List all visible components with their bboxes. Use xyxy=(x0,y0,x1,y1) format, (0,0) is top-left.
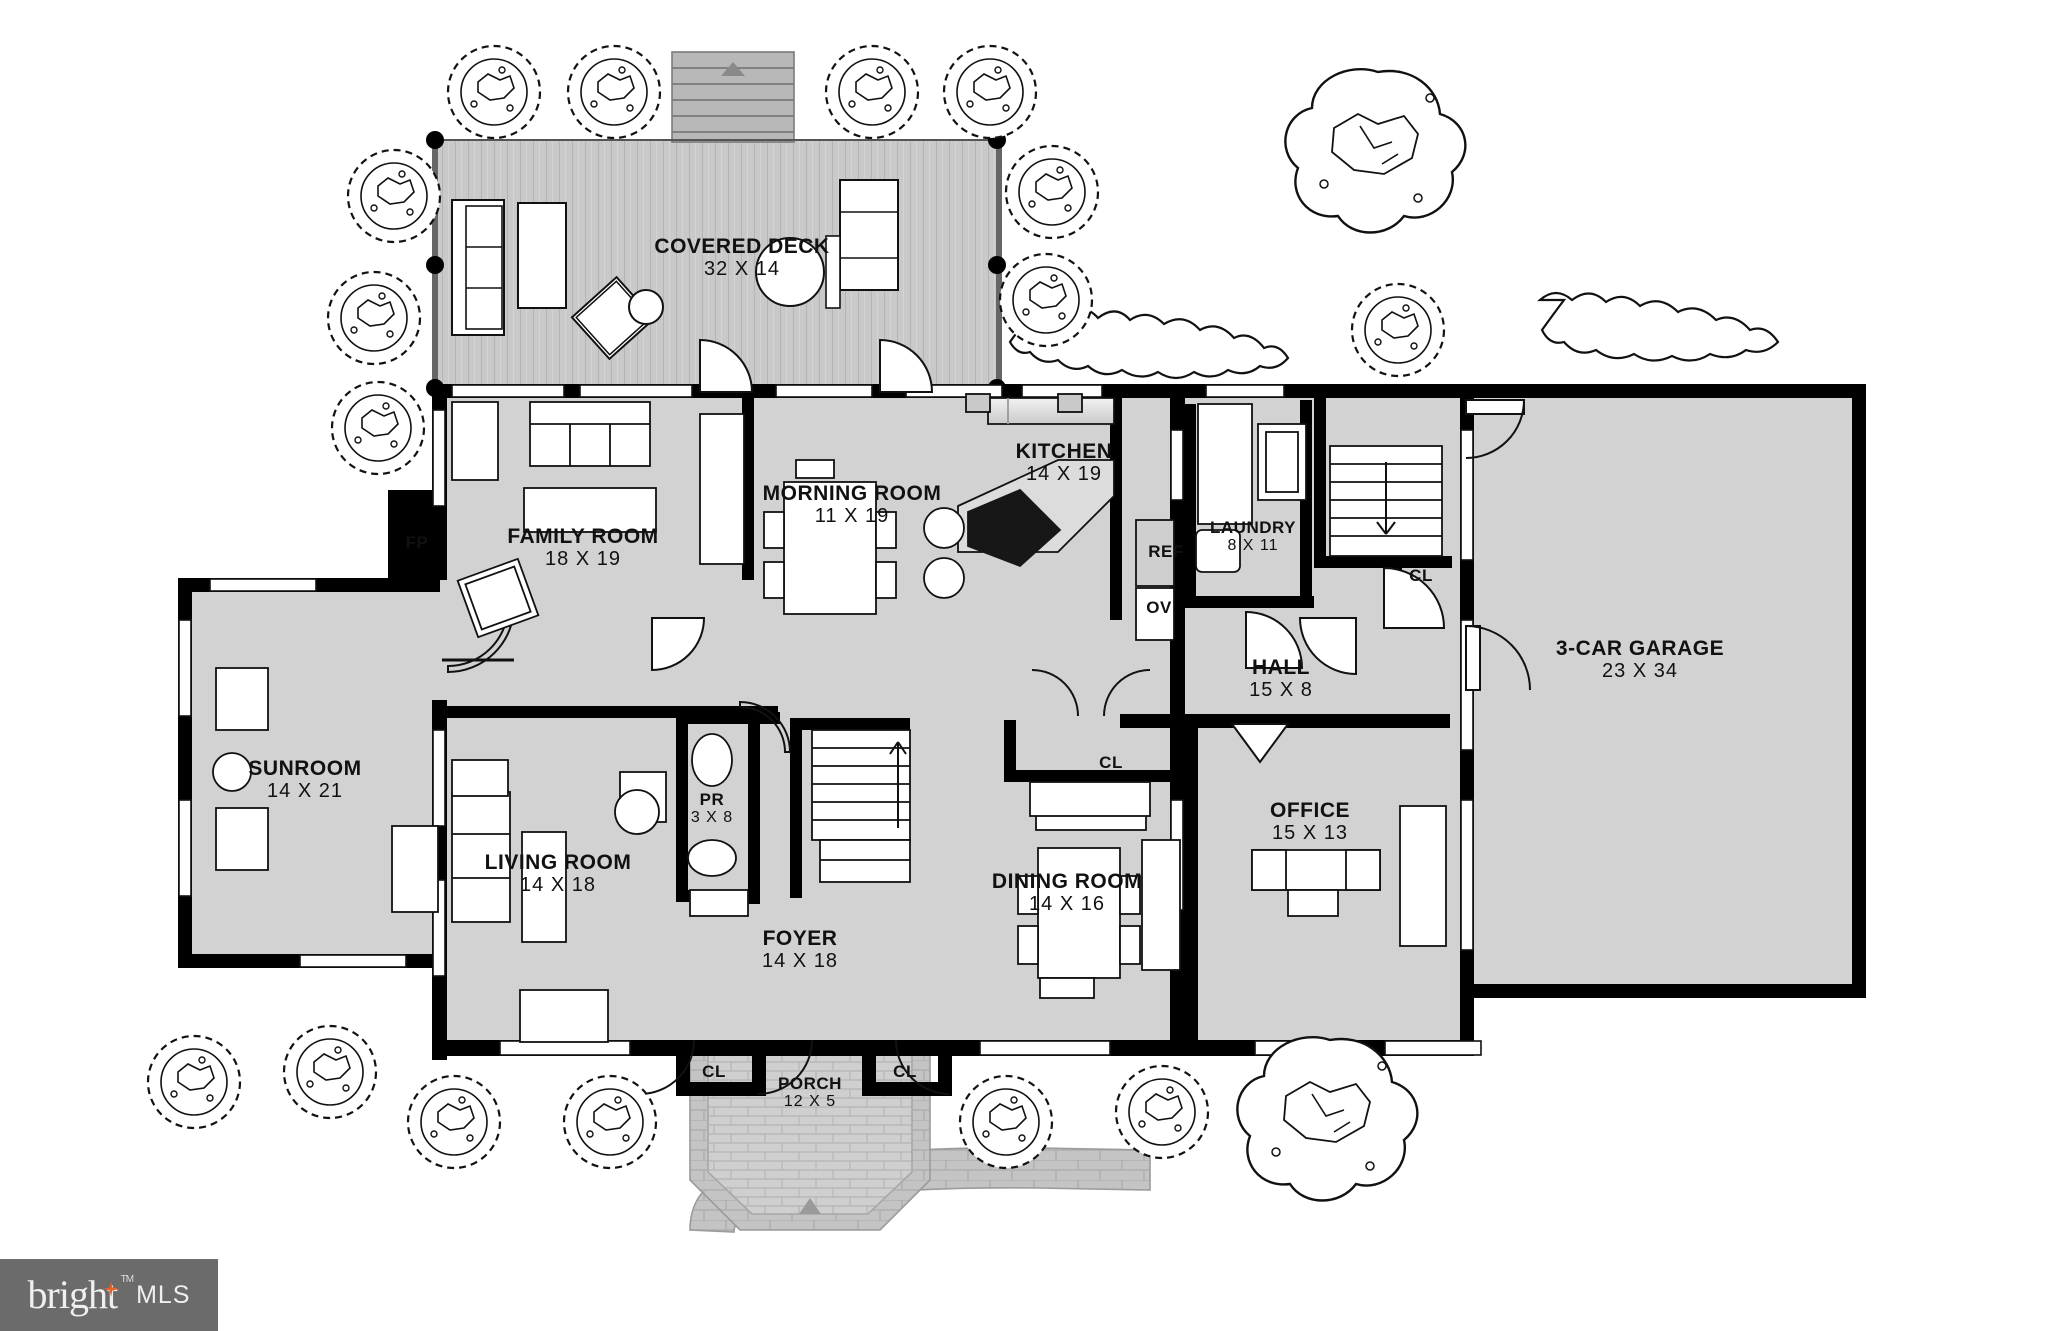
tag-fireplace: FP xyxy=(405,533,429,552)
brand-wordmark: bright TM xyxy=(27,1272,135,1317)
tag-oven: OV xyxy=(1146,598,1172,617)
furniture xyxy=(212,393,1447,1043)
mls-wordmark: MLS xyxy=(136,1280,191,1309)
tag-refrigerator: REF xyxy=(1148,542,1184,561)
staircases xyxy=(811,445,1443,883)
garage-doors xyxy=(1465,399,1531,691)
tag-closet-hall: CL xyxy=(1099,753,1123,772)
tag-closet-porch-l: CL xyxy=(702,1062,726,1081)
tag-closet-porch-r: CL xyxy=(893,1062,917,1081)
interior-walls xyxy=(388,390,1452,1096)
trademark-mark: TM xyxy=(120,1274,134,1285)
windows xyxy=(178,384,1482,1056)
bright-mls-watermark: bright TM MLS xyxy=(0,1259,218,1331)
tag-closet-stairs: CL xyxy=(1409,566,1433,585)
doors xyxy=(442,338,1446,1095)
